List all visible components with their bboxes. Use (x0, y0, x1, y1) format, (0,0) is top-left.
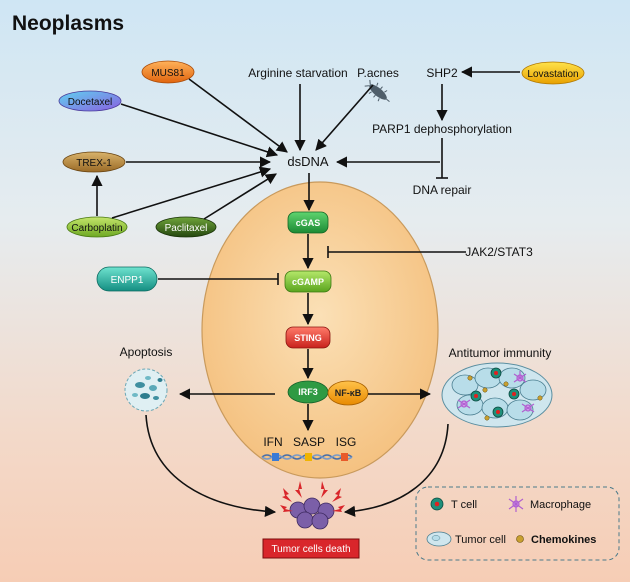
dna-strand-icon (261, 453, 353, 461)
cgas-node: cGAS (287, 211, 329, 234)
dna-repair-label: DNA repair (413, 183, 472, 197)
cgamp-node: cGAMP (284, 270, 332, 293)
tumor-cells-death-box: Tumor cells death (262, 538, 360, 559)
pacnes-label: P.acnes (357, 66, 399, 80)
ifn-label: IFN (263, 435, 282, 449)
sting-node: STING (285, 326, 331, 349)
svg-text:Docetaxel: Docetaxel (68, 97, 112, 108)
legend-chemokines-icon (516, 535, 524, 543)
page-title: Neoplasms (12, 12, 124, 35)
docetaxel-pill: Docetaxel (58, 90, 122, 112)
legend-tcell-label: T cell (451, 499, 477, 511)
irf3-node: IRF3 (287, 380, 329, 404)
nfkb-node: NF-κB (327, 380, 369, 406)
enpp1-pill: ENPP1 (96, 266, 158, 292)
svg-text:Tumor cells death: Tumor cells death (271, 544, 350, 555)
tumor-microenvironment-icon (441, 362, 553, 428)
dsdna-inputs (91, 66, 520, 220)
pathway-arrows (158, 234, 466, 432)
apoptosis-cell-icon (124, 368, 168, 412)
svg-text:Carboplatin: Carboplatin (71, 223, 122, 234)
death-arrows (145, 414, 449, 517)
svg-text:STING: STING (294, 333, 322, 343)
shp2-label: SHP2 (426, 66, 458, 80)
mus81-pill: MUS81 (141, 60, 195, 84)
sasp-label: SASP (293, 435, 325, 449)
dsdna-label: dsDNA (287, 154, 329, 169)
legend-tcell-icon (430, 497, 444, 511)
svg-text:Paclitaxel: Paclitaxel (165, 223, 208, 234)
bacterium-icon (364, 79, 390, 103)
arginine-label: Arginine starvation (248, 66, 347, 80)
apoptosis-label: Apoptosis (120, 345, 173, 359)
svg-text:TREX-1: TREX-1 (76, 158, 112, 169)
antitumor-label: Antitumor immunity (449, 346, 552, 360)
tumor-death-icon (280, 481, 345, 530)
legend-tumor-cell-label: Tumor cell (455, 534, 506, 546)
trex1-pill: TREX-1 (62, 151, 126, 173)
carboplatin-pill: Carboplatin (66, 216, 128, 238)
legend-tumor-cell-icon (426, 531, 452, 547)
paclitaxel-pill: Paclitaxel (155, 216, 217, 238)
svg-text:cGAS: cGAS (296, 218, 321, 228)
svg-text:IRF3: IRF3 (298, 387, 318, 397)
legend: T cell Macrophage Tumor cell Chemokines (415, 486, 620, 561)
svg-text:NF-κB: NF-κB (335, 388, 362, 398)
lovastation-pill: Lovastation (521, 61, 585, 85)
legend-macrophage-icon (508, 496, 524, 512)
svg-text:ENPP1: ENPP1 (111, 275, 144, 286)
legend-chemokines-label: Chemokines (531, 534, 596, 546)
parp1-label: PARP1 dephosphorylation (372, 122, 512, 136)
svg-text:MUS81: MUS81 (151, 68, 185, 79)
legend-macrophage-label: Macrophage (530, 499, 591, 511)
isg-label: ISG (336, 435, 357, 449)
svg-text:cGAMP: cGAMP (292, 277, 324, 287)
jak-stat-label: JAK2/STAT3 (465, 245, 533, 259)
svg-text:Lovastation: Lovastation (527, 69, 578, 80)
